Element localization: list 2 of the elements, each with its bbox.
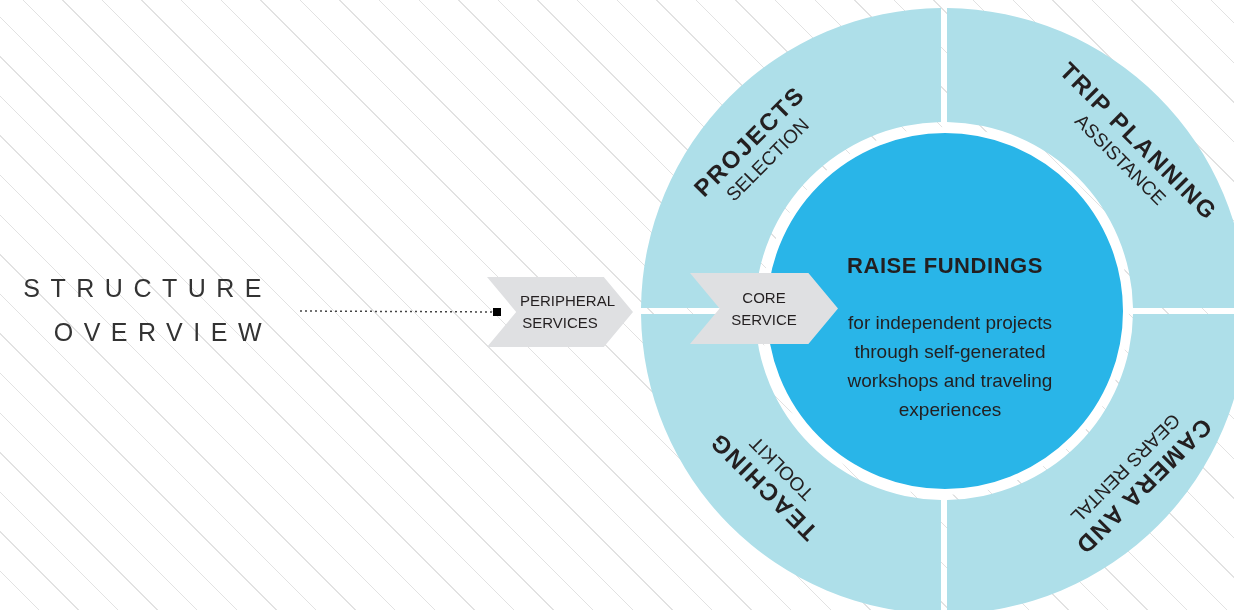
title-text: STRUCTURE OVERVIEW bbox=[22, 273, 272, 348]
dotted-connector bbox=[299, 308, 501, 316]
